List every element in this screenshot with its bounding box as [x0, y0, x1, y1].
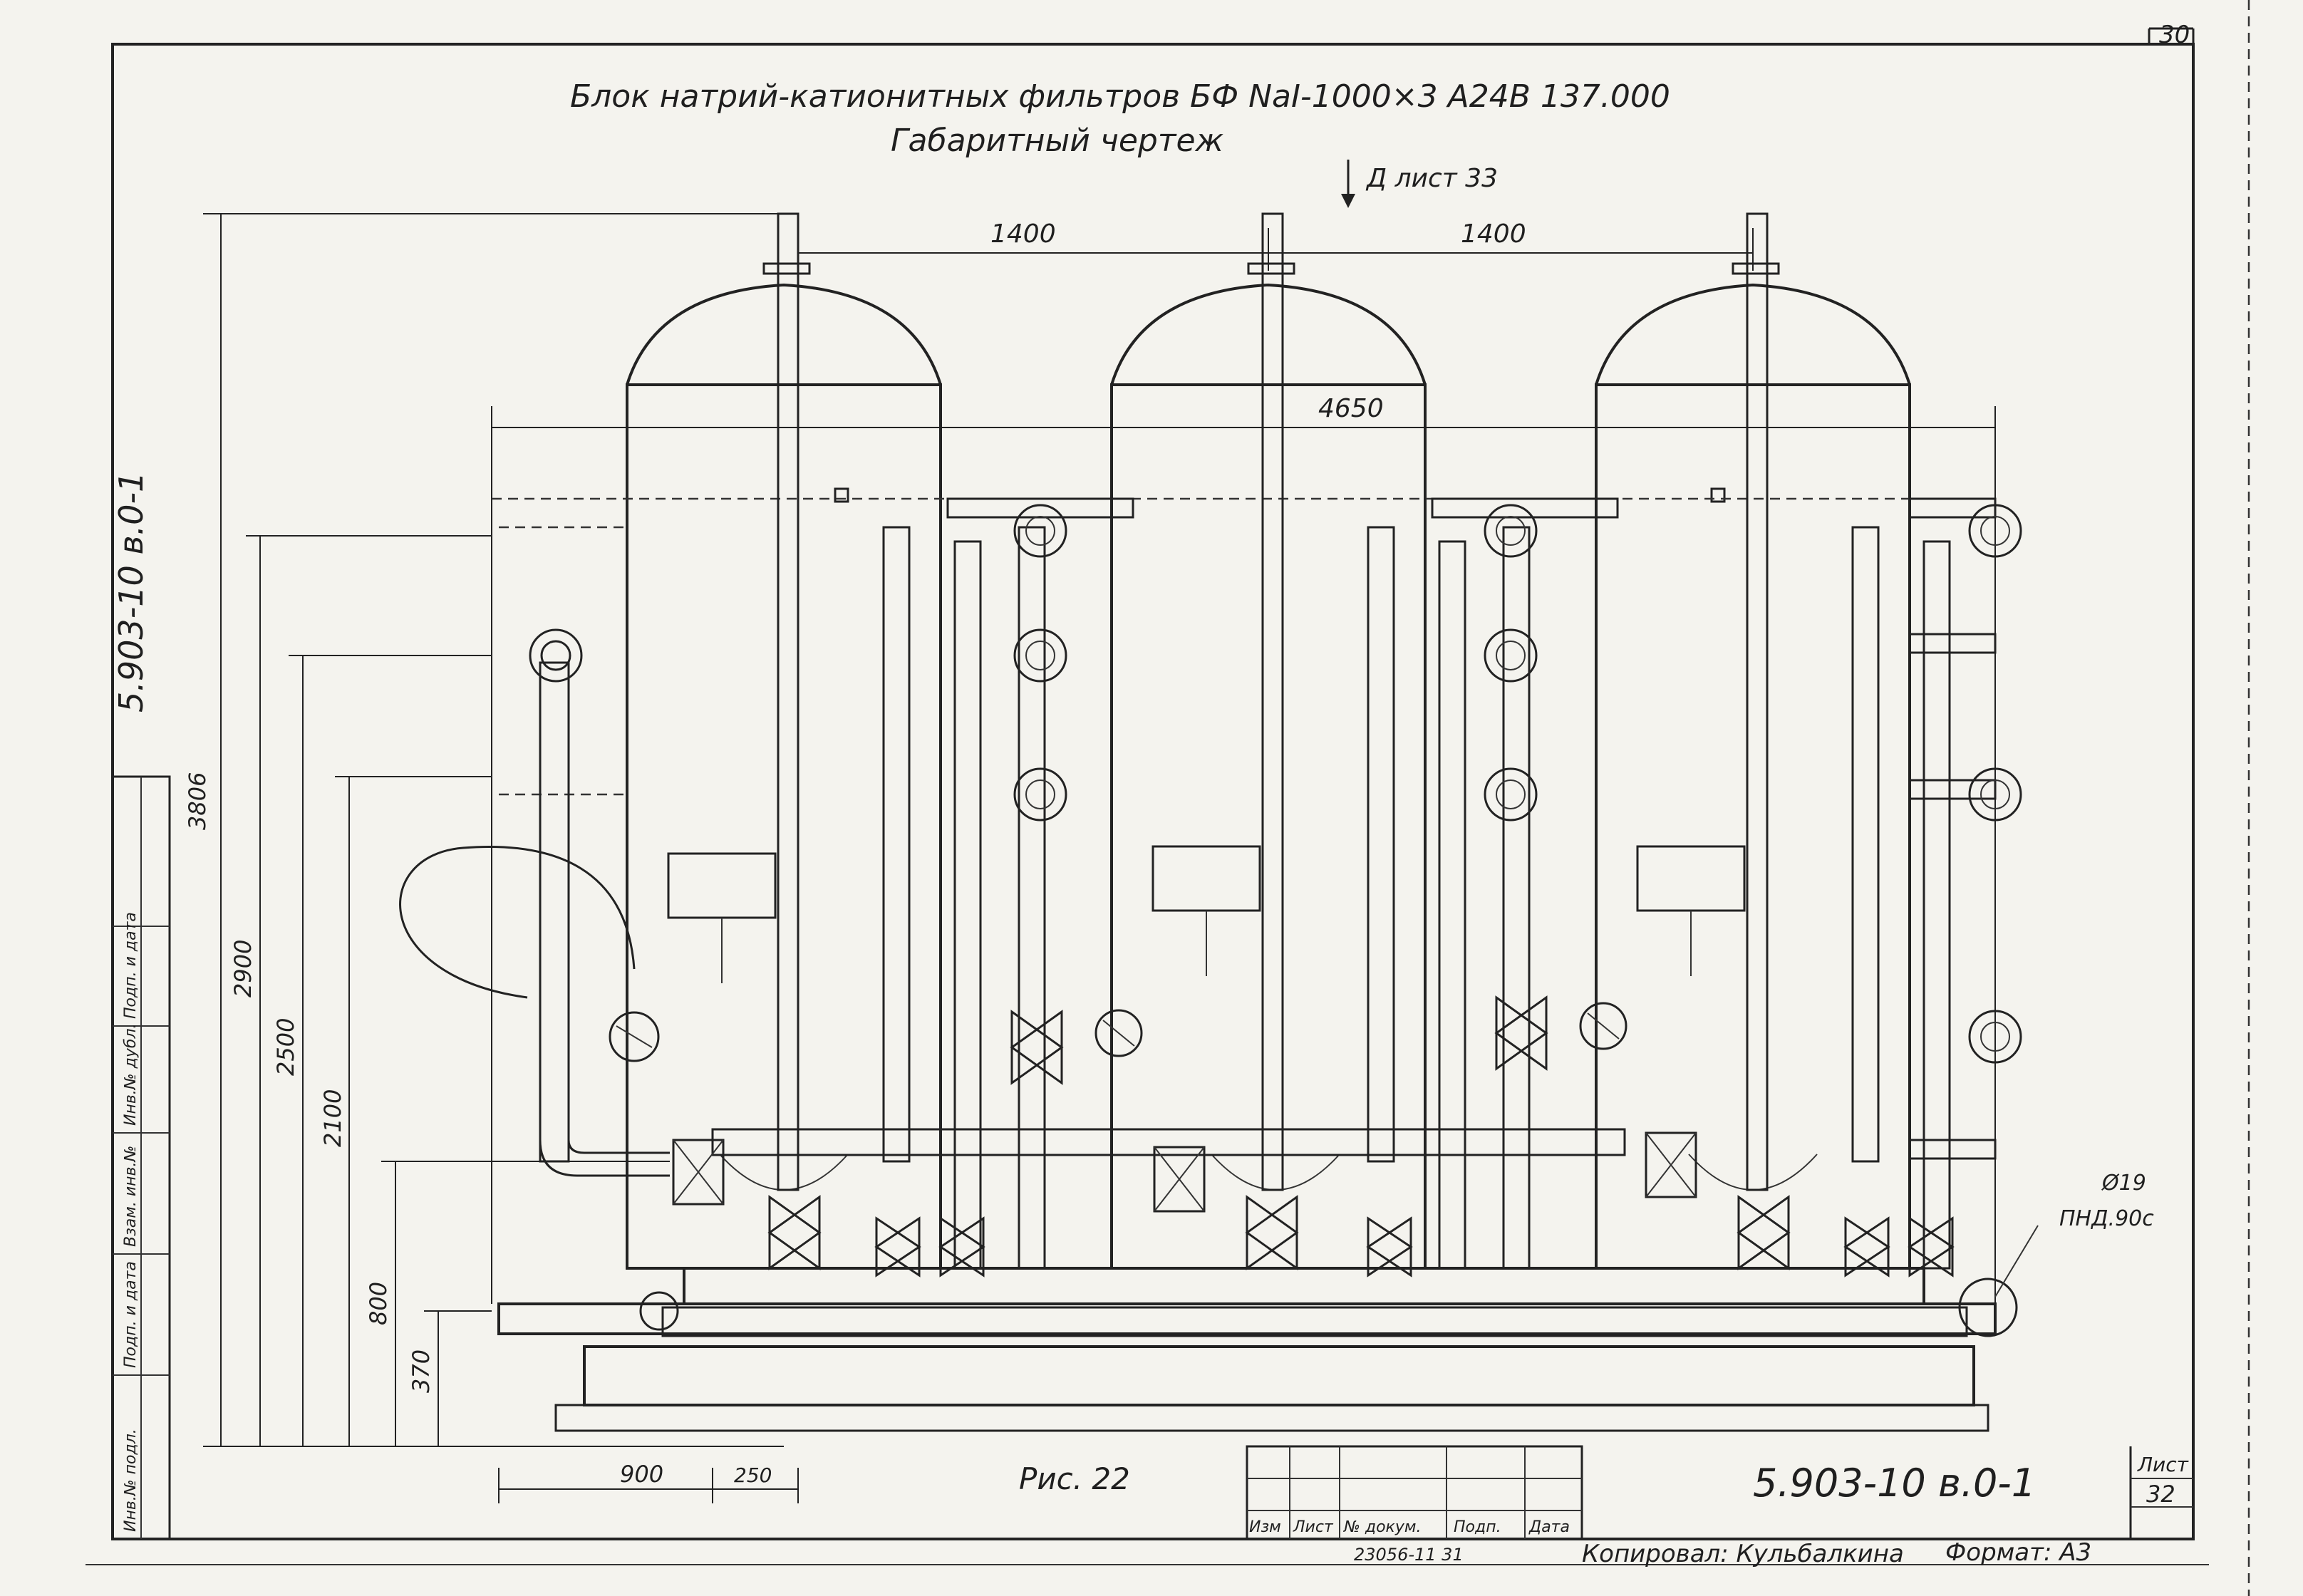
nozzle-tag-2: ПНД.90с — [2059, 1206, 2154, 1231]
bottom-dimension-lines — [498, 1468, 799, 1503]
dim-top-span-1: 1400 — [990, 219, 1056, 249]
tb-header-date: Дата — [1528, 1518, 1570, 1536]
top-dimension-lines — [491, 228, 1996, 1304]
dim-overall-width: 4650 — [1318, 394, 1384, 423]
order-number: 23056-11 31 — [1354, 1545, 1464, 1565]
dim-top-span-2: 1400 — [1461, 219, 1526, 249]
dim-2500: 2500 — [272, 1018, 299, 1076]
document-code: 5.903-10 в.0-1 — [1753, 1461, 2036, 1506]
dim-250: 250 — [734, 1463, 772, 1487]
drawing-title: Блок натрий-катионитных фильтров БФ NaI-… — [570, 78, 1670, 115]
valve-flanges — [639, 504, 2022, 1337]
nozzle-leader — [1994, 1225, 2039, 1297]
dim-900: 900 — [620, 1461, 663, 1488]
three-way-valves — [672, 1131, 1697, 1213]
sheet-number: 32 — [2146, 1481, 2175, 1508]
vent-pipes — [762, 212, 1780, 1191]
left-feed-riser — [399, 628, 670, 1177]
dim-370: 370 — [408, 1349, 435, 1393]
dim-2900: 2900 — [229, 940, 257, 998]
side-stamp — [111, 775, 171, 1540]
gate-valves — [767, 995, 1955, 1278]
control-boxes — [667, 845, 1746, 983]
format-label: Формат: А3 — [1945, 1538, 2091, 1567]
title-block — [1246, 1445, 2193, 1540]
left-dimension-lines — [203, 213, 798, 1447]
side-stamp-cell-5: Подп. и дата — [122, 912, 140, 1019]
interconnect-columns — [882, 526, 1951, 1270]
copied-by: Копировал: Кульбалкина — [1582, 1540, 1904, 1568]
view-arrow — [1341, 160, 1355, 208]
nozzle-tag-1: Ø19 — [2101, 1171, 2146, 1196]
corner-number: 30 — [2159, 21, 2190, 49]
horizontal-headers — [661, 497, 1997, 1337]
side-stamp-cell-2: Подп. и дата — [122, 1261, 140, 1368]
side-stamp-cell-1: Инв.№ подл. — [122, 1429, 140, 1532]
sheet-label: Лист — [2137, 1453, 2189, 1476]
filter-vessel-3 — [1595, 283, 1911, 1270]
dim-800: 800 — [365, 1282, 392, 1325]
tb-header-list: Лист — [1293, 1518, 1334, 1536]
dim-2100: 2100 — [319, 1089, 346, 1147]
tb-header-doc: № докум. — [1343, 1518, 1421, 1536]
dim-3806: 3806 — [184, 772, 211, 830]
tb-header-sign: Подп. — [1454, 1518, 1501, 1536]
tb-header-izm: Изм — [1249, 1518, 1281, 1536]
drawing-subtitle: Габаритный чертеж — [891, 123, 1224, 159]
figure-caption: Рис. 22 — [1019, 1461, 1130, 1496]
side-stamp-cell-3: Взам. инв.№ — [122, 1146, 140, 1247]
side-stamp-cell-4: Инв.№ дубл. — [122, 1023, 140, 1126]
filter-vessel-2 — [1110, 283, 1427, 1270]
base-skid — [497, 1267, 1997, 1432]
filter-vessel-1 — [499, 283, 942, 1270]
pressure-gauges — [1094, 1002, 1627, 1057]
view-arrow-label: Д лист 33 — [1365, 164, 1498, 193]
side-code: 5.903-10 в.0-1 — [112, 472, 150, 712]
